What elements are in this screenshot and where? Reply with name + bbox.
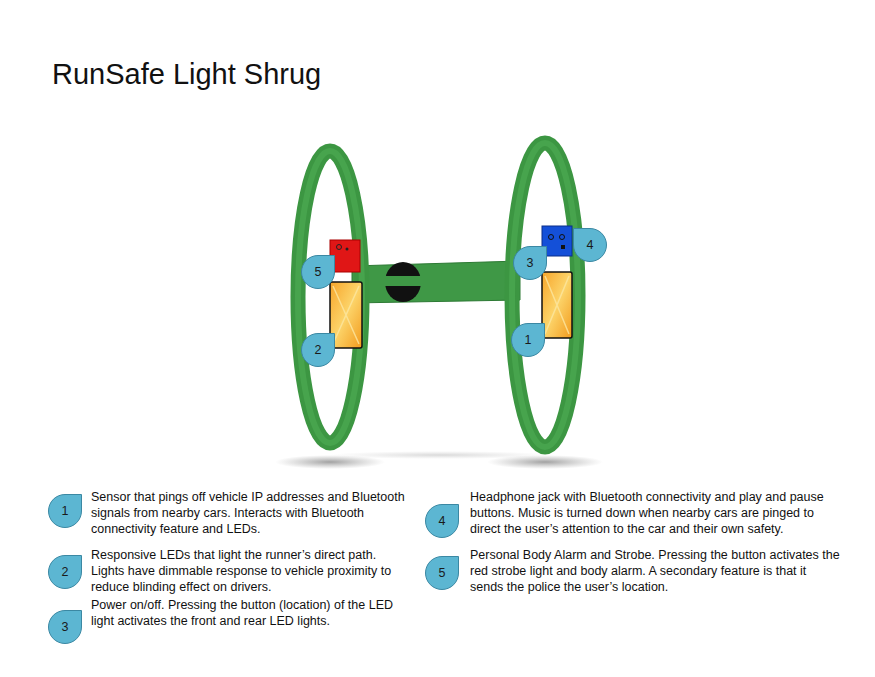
callout-marker: 4 [573, 228, 607, 262]
callout-marker: 3 [513, 246, 547, 280]
callout-number: 2 [48, 555, 82, 589]
callout-description: Personal Body Alarm and Strobe. Pressing… [470, 547, 842, 595]
callout-number: 2 [301, 333, 335, 367]
callout-number: 3 [513, 246, 547, 280]
diagram-title: RunSafe Light Shrug [52, 58, 321, 91]
callout-description: Responsive LEDs that light the runner’s … [91, 547, 411, 595]
callout-number: 3 [48, 610, 82, 644]
callout-description: Power on/off. Pressing the button (locat… [91, 597, 411, 629]
callout-marker: 2 [301, 333, 335, 367]
callout-number: 4 [425, 504, 459, 538]
callout-number: 1 [48, 494, 82, 528]
callout-marker: 5 [301, 255, 335, 289]
callout-number: 4 [573, 228, 607, 262]
key-entry: 5Personal Body Alarm and Strobe. Pressin… [425, 556, 459, 590]
key-entry: 1Sensor that pings off vehicle IP addres… [48, 494, 82, 528]
callout-number: 5 [425, 556, 459, 590]
key-entry: 3Power on/off. Pressing the button (loca… [48, 610, 82, 644]
callout-number: 1 [511, 323, 545, 357]
callout-description: Sensor that pings off vehicle IP address… [91, 489, 411, 537]
callout-marker: 1 [511, 323, 545, 357]
key-entry: 4Headphone jack with Bluetooth connectiv… [425, 504, 459, 538]
key-entry: 2Responsive LEDs that light the runner’s… [48, 555, 82, 589]
callout-description: Headphone jack with Bluetooth connectivi… [470, 489, 842, 537]
callout-number: 5 [301, 255, 335, 289]
